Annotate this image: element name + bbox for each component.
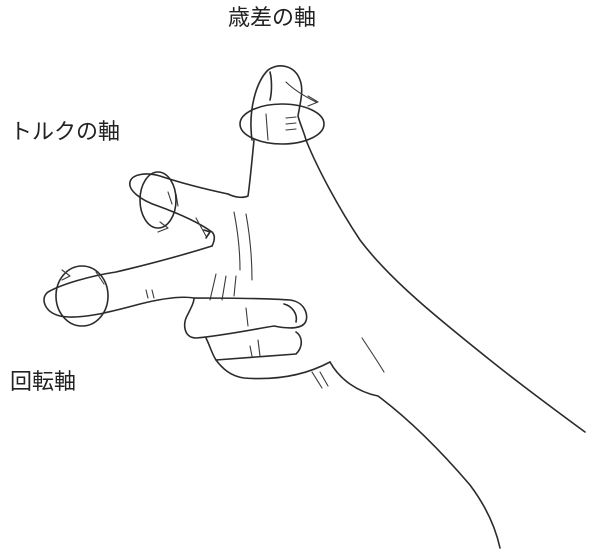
index-finger bbox=[129, 173, 229, 247]
rotation-axis-label: 回転軸 bbox=[10, 370, 77, 395]
index-rotation-ring bbox=[139, 171, 177, 233]
thumb bbox=[250, 65, 319, 141]
precession-axis-label: 歳差の軸 bbox=[228, 6, 317, 31]
torque-axis-label: トルクの軸 bbox=[10, 120, 121, 145]
middle-finger bbox=[43, 245, 213, 318]
thumb-rotation-ring bbox=[239, 103, 325, 145]
curled-fingers bbox=[183, 297, 331, 380]
hand-outline bbox=[209, 139, 586, 549]
middle-rotation-ring bbox=[55, 265, 109, 327]
